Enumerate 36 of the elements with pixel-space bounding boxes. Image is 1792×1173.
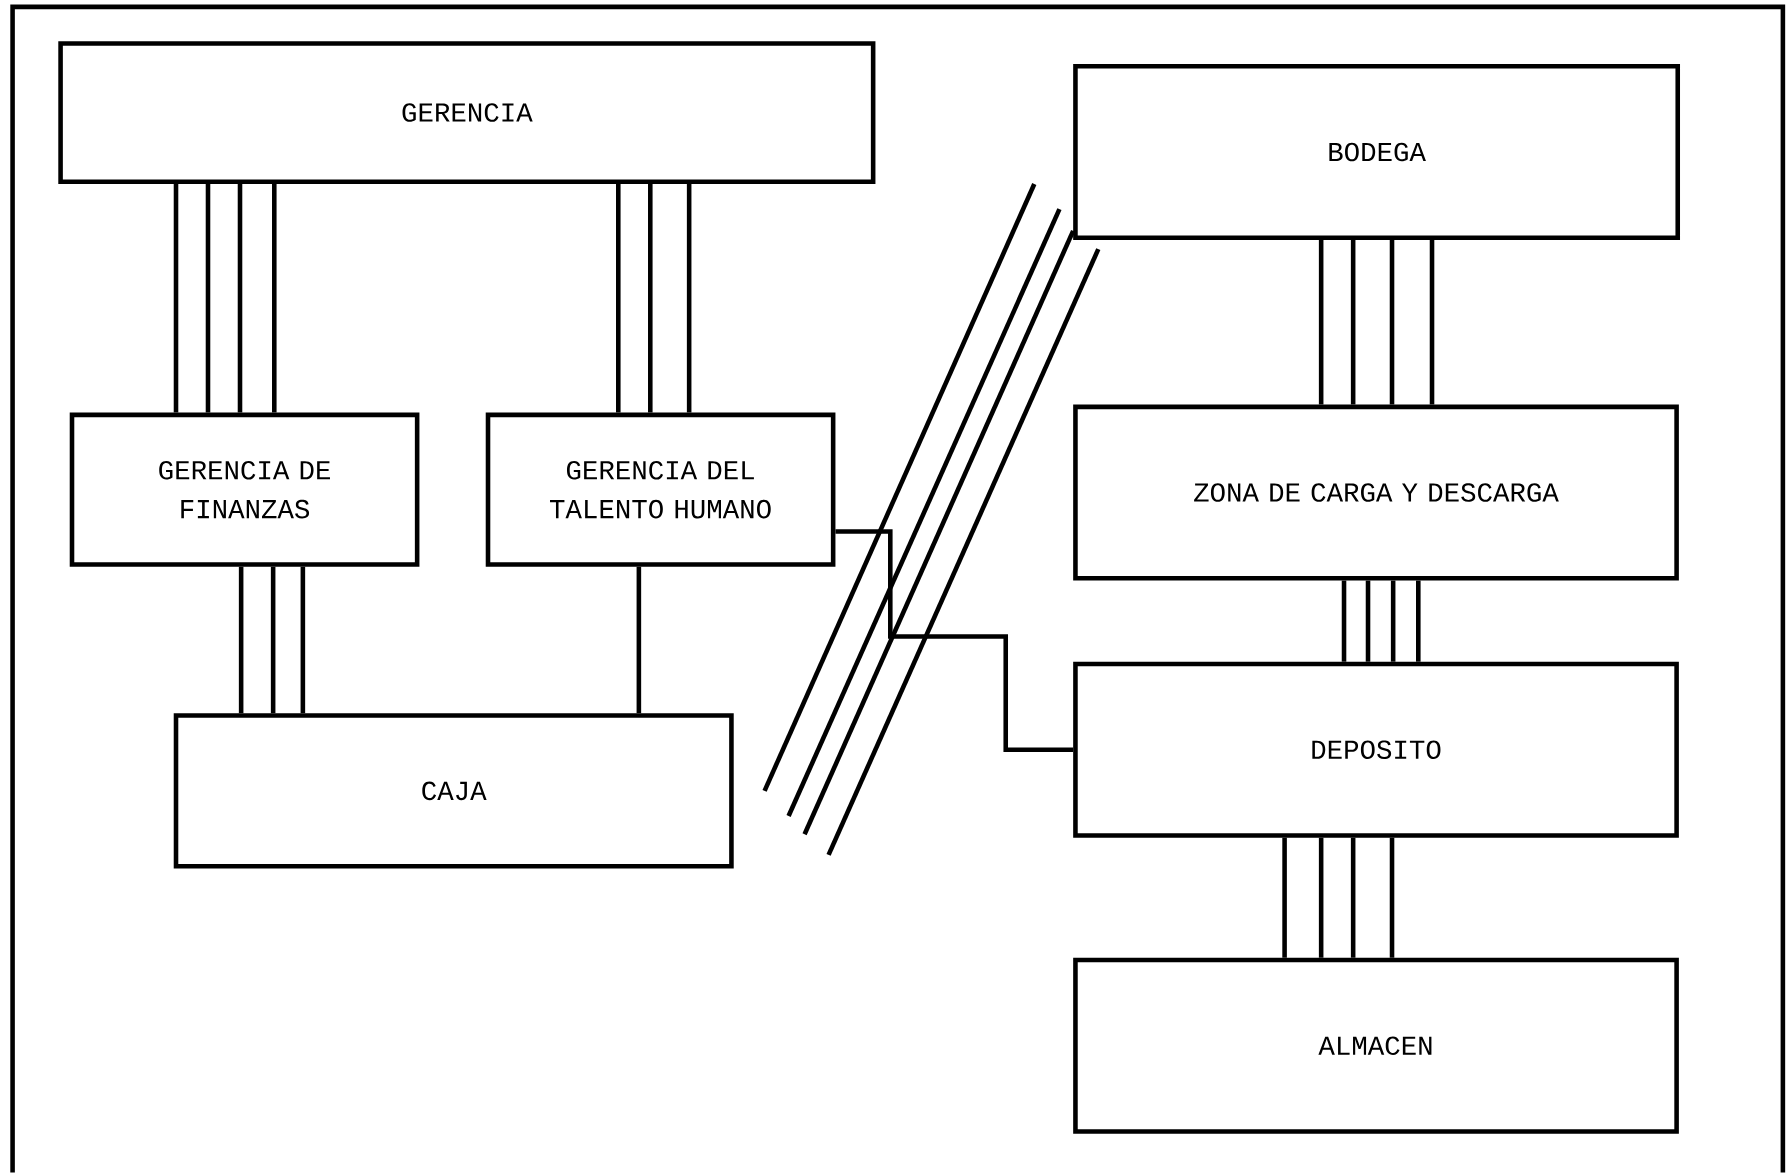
connector-line bbox=[1318, 240, 1324, 405]
connector-line bbox=[802, 230, 1076, 836]
connector-line bbox=[1341, 580, 1347, 662]
process-box: ZONA DE CARGA Y DESCARGA bbox=[1073, 404, 1679, 581]
connector-line bbox=[636, 567, 642, 714]
process-box: BODEGA bbox=[1073, 64, 1680, 241]
connector-line bbox=[826, 248, 1101, 856]
connector-line bbox=[270, 567, 276, 714]
connector-line bbox=[762, 183, 1037, 792]
connector-line bbox=[1390, 580, 1396, 662]
process-box: GERENCIA DEL TALENTO HUMANO bbox=[485, 412, 836, 568]
process-box: GERENCIA bbox=[58, 41, 876, 185]
connector-line bbox=[1350, 240, 1356, 405]
connector-line bbox=[686, 184, 692, 413]
connector-line bbox=[616, 184, 621, 413]
connector-line bbox=[1318, 837, 1324, 958]
connector-line bbox=[1389, 837, 1395, 958]
connector-line bbox=[237, 184, 243, 413]
connector-line bbox=[835, 529, 1074, 753]
connector-line bbox=[1282, 837, 1287, 958]
process-box: DEPOSITO bbox=[1073, 661, 1679, 838]
connector-line bbox=[1416, 580, 1421, 662]
connector-line bbox=[238, 567, 244, 714]
process-box: GERENCIA DE FINANZAS bbox=[69, 412, 420, 568]
connector-line bbox=[648, 184, 653, 413]
connector-line bbox=[1429, 240, 1435, 405]
connector-line bbox=[786, 208, 1062, 818]
connector-line bbox=[1389, 240, 1395, 405]
process-box: CAJA bbox=[173, 713, 734, 869]
connector-line bbox=[1350, 837, 1356, 958]
connector-line bbox=[205, 184, 211, 413]
connector-line bbox=[173, 184, 179, 413]
connector-line bbox=[300, 567, 306, 714]
connector-line bbox=[272, 184, 277, 413]
connector-line bbox=[1365, 580, 1371, 662]
process-box: ALMACEN bbox=[1073, 957, 1679, 1134]
